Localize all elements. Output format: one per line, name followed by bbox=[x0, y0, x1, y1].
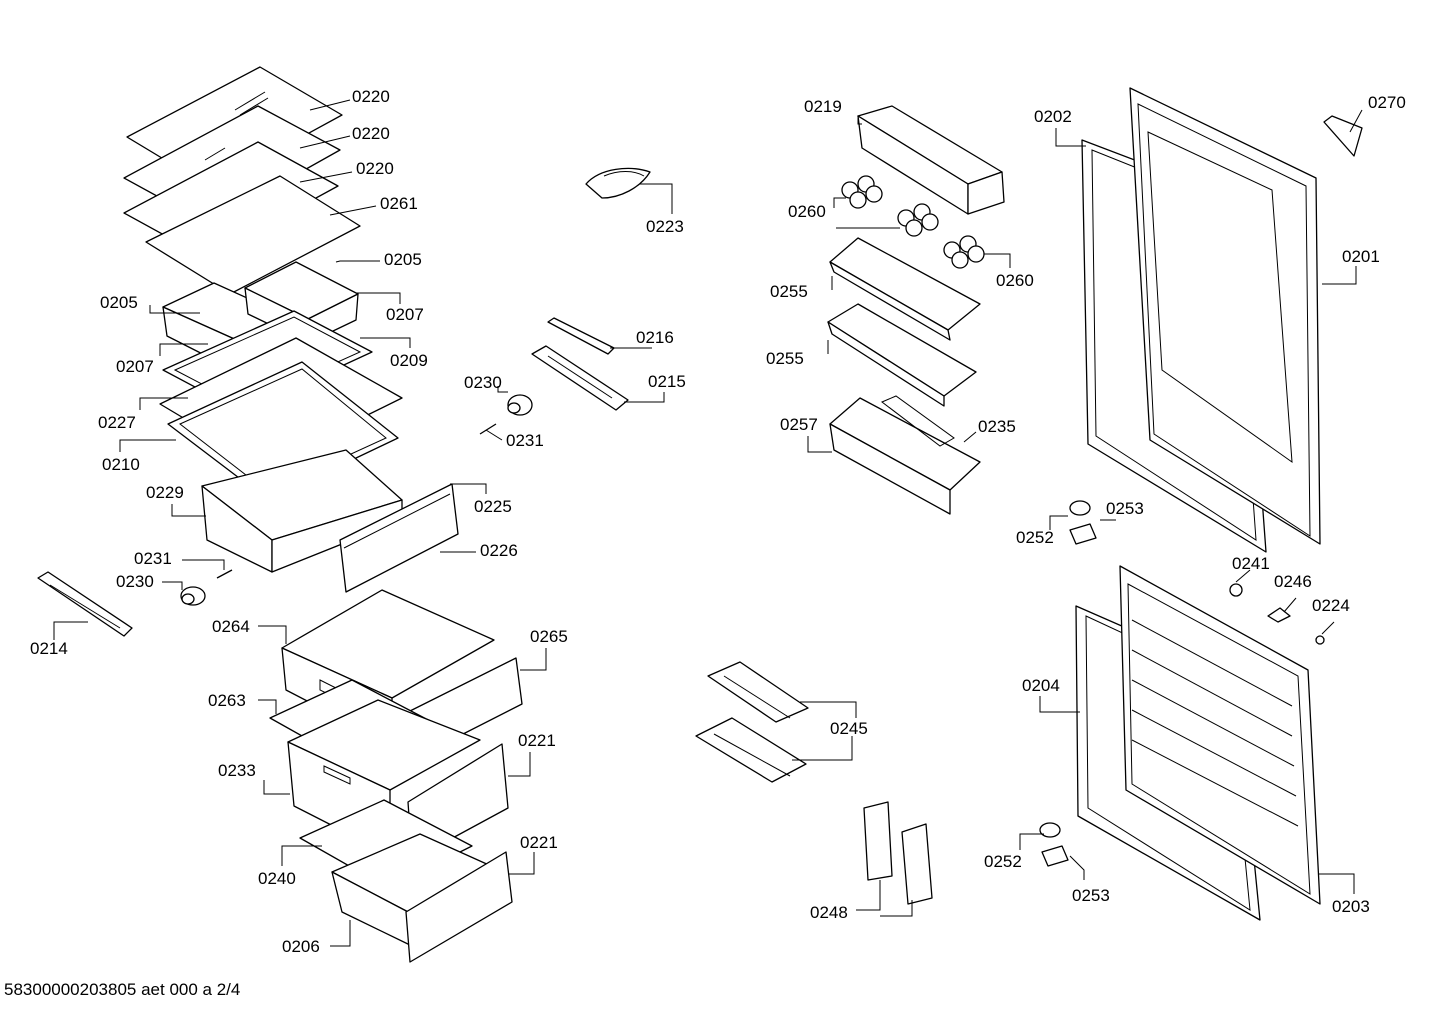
label-0270: 0270 bbox=[1368, 93, 1406, 112]
label-0231-center: 0231 bbox=[506, 431, 544, 450]
label-0221-upper: 0221 bbox=[518, 731, 556, 750]
hinge-0252-lower bbox=[1039, 822, 1061, 838]
label-0227: 0227 bbox=[98, 413, 136, 432]
label-0219: 0219 bbox=[804, 97, 842, 116]
part-labels: 0220 0220 0220 0261 0205 0205 0207 0209 … bbox=[30, 87, 1406, 956]
cold-pack-0248-left bbox=[863, 801, 893, 881]
door-bin-0257 bbox=[829, 395, 981, 515]
label-0231-left: 0231 bbox=[134, 549, 172, 568]
label-0252-lower: 0252 bbox=[984, 852, 1022, 871]
roller-0230-center bbox=[507, 394, 533, 416]
label-0235: 0235 bbox=[978, 417, 1016, 436]
label-0220-a: 0220 bbox=[352, 87, 390, 106]
screw-0241 bbox=[1229, 583, 1243, 597]
roller-pin-0231-left bbox=[216, 569, 233, 579]
hinge-0252-upper bbox=[1069, 500, 1091, 516]
drawer-cover-frame bbox=[167, 361, 399, 501]
label-0226: 0226 bbox=[480, 541, 518, 560]
label-0221-lower: 0221 bbox=[520, 833, 558, 852]
rail-0215 bbox=[531, 345, 629, 411]
ice-tray-0245-lower bbox=[695, 717, 807, 783]
door-bin-0255-lower bbox=[827, 303, 977, 407]
clip-0223 bbox=[585, 167, 651, 199]
label-0261: 0261 bbox=[380, 194, 418, 213]
label-0202: 0202 bbox=[1034, 107, 1072, 126]
drawer-front-226 bbox=[339, 483, 459, 593]
label-0209: 0209 bbox=[390, 351, 428, 370]
label-0252-upper: 0252 bbox=[1016, 528, 1054, 547]
egg-tray-0260-left bbox=[841, 175, 883, 209]
drawer-0206 bbox=[331, 833, 501, 947]
label-0260-left: 0260 bbox=[788, 202, 826, 221]
label-0263: 0263 bbox=[208, 691, 246, 710]
label-0215: 0215 bbox=[648, 372, 686, 391]
screw-0224 bbox=[1315, 635, 1325, 645]
label-0245: 0245 bbox=[830, 719, 868, 738]
hinge-0253-lower bbox=[1041, 845, 1069, 867]
label-0207-right: 0207 bbox=[386, 305, 424, 324]
label-0203: 0203 bbox=[1332, 897, 1370, 916]
label-0225: 0225 bbox=[474, 497, 512, 516]
label-0216: 0216 bbox=[636, 328, 674, 347]
document-id: 58300000203805 aet 000 a 2/4 bbox=[4, 980, 241, 999]
label-0220-c: 0220 bbox=[356, 159, 394, 178]
ice-tray-0245-upper bbox=[707, 661, 809, 723]
crisper-drawer-229 bbox=[201, 449, 403, 573]
label-0210: 0210 bbox=[102, 455, 140, 474]
label-0257: 0257 bbox=[780, 415, 818, 434]
label-0224: 0224 bbox=[1312, 596, 1350, 615]
roller-pin-0231-center bbox=[479, 423, 497, 435]
label-0255-upper: 0255 bbox=[770, 282, 808, 301]
cover-plate-0270 bbox=[1323, 115, 1363, 157]
rail-0214 bbox=[37, 571, 133, 637]
roller-0230-left bbox=[180, 586, 206, 606]
label-0260-right: 0260 bbox=[996, 271, 1034, 290]
leader-lines bbox=[53, 99, 1363, 947]
label-0205-left: 0205 bbox=[100, 293, 138, 312]
label-0253-upper: 0253 bbox=[1106, 499, 1144, 518]
label-0207-left: 0207 bbox=[116, 357, 154, 376]
shelf-cover-plate bbox=[145, 175, 361, 295]
freezer-door-0203 bbox=[1119, 565, 1321, 905]
label-0233: 0233 bbox=[218, 761, 256, 780]
label-0230-left: 0230 bbox=[116, 572, 154, 591]
label-0201: 0201 bbox=[1342, 247, 1380, 266]
egg-tray-0260-center bbox=[897, 203, 939, 237]
label-0230-center: 0230 bbox=[464, 373, 502, 392]
label-0240: 0240 bbox=[258, 869, 296, 888]
fridge-door-0201 bbox=[1129, 87, 1321, 545]
label-0248: 0248 bbox=[810, 903, 848, 922]
cold-pack-0248-right bbox=[901, 823, 933, 905]
label-0214: 0214 bbox=[30, 639, 68, 658]
label-0241: 0241 bbox=[1232, 554, 1270, 573]
label-0220-b: 0220 bbox=[352, 124, 390, 143]
label-0204: 0204 bbox=[1022, 676, 1060, 695]
label-0205-right: 0205 bbox=[384, 250, 422, 269]
label-0264: 0264 bbox=[212, 617, 250, 636]
label-0223: 0223 bbox=[646, 217, 684, 236]
label-0265: 0265 bbox=[530, 627, 568, 646]
label-0206: 0206 bbox=[282, 937, 320, 956]
door-bin-0255-upper bbox=[829, 237, 981, 341]
label-0229: 0229 bbox=[146, 483, 184, 502]
label-0246: 0246 bbox=[1274, 572, 1312, 591]
label-0253-lower: 0253 bbox=[1072, 886, 1110, 905]
label-0255-lower: 0255 bbox=[766, 349, 804, 368]
bottle-holder-0219 bbox=[857, 105, 1005, 215]
strip-0216 bbox=[547, 317, 615, 355]
egg-tray-0260-right bbox=[943, 235, 985, 269]
hinge-0253-upper bbox=[1069, 523, 1097, 545]
drawer-front-0221-lower bbox=[405, 851, 513, 963]
cap-0246 bbox=[1267, 607, 1291, 623]
